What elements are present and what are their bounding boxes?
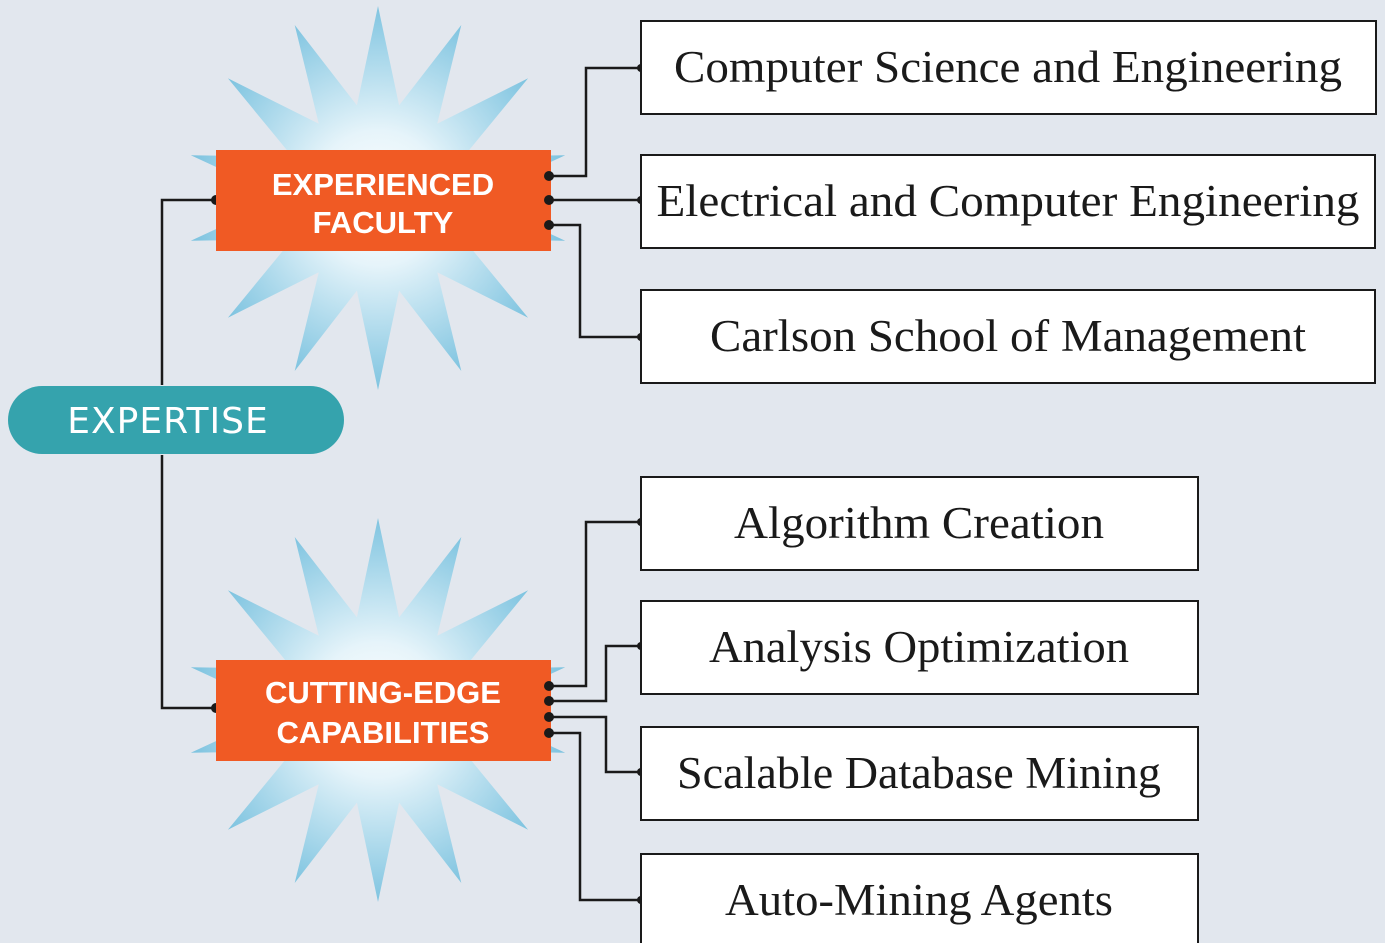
root-connector xyxy=(160,198,216,710)
leaf-label: Electrical and Computer Engineering xyxy=(657,176,1360,226)
leaf-node: Carlson School of Management xyxy=(640,289,1376,384)
connector-dot xyxy=(544,681,554,691)
branch-connector xyxy=(549,520,641,688)
connector-dot xyxy=(544,728,554,738)
leaf-node: Algorithm Creation xyxy=(640,476,1199,571)
leaf-label: Carlson School of Management xyxy=(710,311,1307,361)
leaf-node: Analysis Optimization xyxy=(640,600,1199,695)
category-label-line2: CAPABILITIES xyxy=(277,715,490,750)
connector-dot xyxy=(544,195,554,205)
connector-dot xyxy=(544,696,554,706)
leaf-label: Algorithm Creation xyxy=(734,498,1104,548)
connector-dot xyxy=(544,712,554,722)
leaf-label: Computer Science and Engineering xyxy=(674,42,1342,92)
leaf-label: Scalable Database Mining xyxy=(677,748,1161,798)
connector-dot xyxy=(544,171,554,181)
leaf-label: Analysis Optimization xyxy=(709,622,1129,672)
leaf-node: Auto-Mining Agents xyxy=(640,853,1199,943)
branch-connector xyxy=(549,644,641,703)
category-label-line1: EXPERIENCED xyxy=(272,167,494,202)
branch-connector xyxy=(549,731,641,902)
branch-connector xyxy=(549,715,641,774)
leaf-node: Electrical and Computer Engineering xyxy=(640,154,1376,249)
category-node-cutting-edge-capabilities: CUTTING-EDGE CAPABILITIES xyxy=(216,660,551,761)
category-label-line2: FACULTY xyxy=(313,205,454,240)
category-label-line1: CUTTING-EDGE xyxy=(265,675,501,710)
root-label: EXPERTISE xyxy=(67,401,268,442)
branch-connector xyxy=(549,66,641,178)
root-node: EXPERTISE xyxy=(8,386,344,454)
connector-dot xyxy=(544,220,554,230)
leaf-node: Computer Science and Engineering xyxy=(640,20,1377,115)
leaf-node: Scalable Database Mining xyxy=(640,726,1199,821)
category-node-experienced-faculty: EXPERIENCED FACULTY xyxy=(216,150,551,251)
branch-connector xyxy=(549,223,641,339)
leaf-label: Auto-Mining Agents xyxy=(725,875,1113,925)
